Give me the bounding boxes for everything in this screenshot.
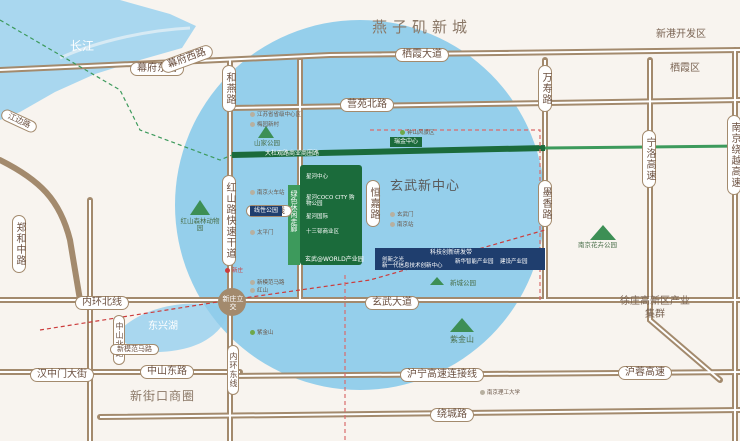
road-label-huning: 沪宁高速连接线 [400, 368, 484, 382]
huxi-label: 瑞金中心 [390, 137, 423, 147]
poi-mini-1: 江苏省省级中心区 [250, 112, 301, 119]
poi-dot [390, 212, 395, 217]
center-item-4: 十三邨商业区 [306, 229, 340, 235]
district-qixia: 栖霞区 [670, 63, 700, 74]
road-label-heyan: 和燕路 [222, 65, 236, 112]
dashed-metro-pink [370, 129, 541, 300]
road-ningluo [647, 57, 723, 383]
river-changjiang: 长江 [70, 39, 95, 53]
road-label-zhongshan-north: 中山北路 [113, 315, 125, 365]
green-vertical [288, 185, 300, 265]
road-label-zhengshou: 郑和中路 [12, 215, 26, 273]
xuanwu-lake [119, 303, 230, 352]
poi-mini-6: 玄武门 [390, 212, 414, 219]
road-left-diag [0, 157, 83, 303]
interchange-circle [218, 288, 246, 316]
poi-mini-11: 紫金山 [250, 330, 274, 337]
district-xinjiekou: 新街口商圈 [130, 389, 196, 403]
district-yanzi: 燕子矶新城 [372, 18, 473, 36]
poi-dot [480, 390, 485, 395]
innovation-label-3: 新一代信息技术创新中心 [382, 263, 443, 269]
center-box [300, 165, 362, 265]
road-label-hongshan: 红山路快速干道 [222, 175, 236, 266]
green-corridor [231, 145, 546, 158]
green-vertical-label: 绿色休闲走廊 [290, 190, 298, 232]
park-hs-label: 红山森林动物园 [180, 217, 220, 232]
linearpark-label: 线性公园 [250, 206, 283, 216]
innovation-label-4: 新华智能产业园 [455, 259, 494, 265]
center-item-3: 星河国际 [306, 214, 329, 220]
innovation-label-2: 创新之光 [382, 257, 405, 263]
center-item-1: 星河中心 [306, 174, 329, 180]
poi-mini-8: 新模范马路 [250, 280, 285, 287]
poi-station: 南京理工大学 [480, 390, 520, 397]
center-item-2: 星河COCO CITY 购物公园 [306, 195, 355, 207]
road-label-zhongshan: 中山东路 [140, 365, 194, 379]
district-xuanwu: 玄武新中心 [390, 179, 461, 194]
road-label-raoyue: 南京绕越高速 [727, 115, 740, 195]
poi-mini-9: 红山 [250, 288, 268, 295]
innovation-bar [375, 248, 545, 270]
district-xingang: 新港开发区 [656, 29, 706, 40]
poi-dot [250, 330, 255, 335]
poi-mini-4: 南京火车站 [250, 190, 285, 197]
poi-mini-3: 钟山风景区 [400, 130, 435, 137]
dashed-metro-green [0, 19, 233, 161]
poi-dot [250, 280, 255, 285]
road-label-xinmofan: 新模范马路 [110, 344, 159, 355]
poi-mini-10: 新庄 [225, 268, 243, 275]
park-nj-label: 南京花卉公园 [578, 241, 617, 249]
poi-mini-2: 梅园新村 [250, 122, 279, 129]
mountain-ying [258, 126, 274, 138]
road-label-hurong: 沪蓉高速 [618, 366, 672, 380]
park-ying-label: 山家公园 [254, 139, 280, 147]
center-title: 玄武@WORLD产业园 [305, 256, 364, 263]
yangtze-river [0, 0, 196, 120]
road-label-ningluo: 宁洛高速 [642, 130, 656, 188]
mountain-park2 [430, 277, 444, 285]
road-label-raocheng: 绕城路 [430, 408, 474, 422]
district-xuzhuang: 徐庄高新区产业集群 [620, 296, 690, 320]
poi-dot [390, 222, 395, 227]
poi-dot [250, 122, 255, 127]
lake-dongsha: 东兴湖 [148, 321, 178, 332]
zijinshan-label: 紫金山 [450, 335, 474, 344]
road-label-yingyuan: 营苑北路 [340, 98, 394, 112]
road-label-hanzhongmen: 汉中门大街 [30, 368, 94, 382]
road-label-xuanwu: 玄武大道 [365, 296, 419, 310]
mountain-nj [590, 225, 616, 240]
park-xuanwu-label: 新城公园 [450, 279, 476, 287]
road-label-neihuan-dong: 内环东线 [227, 345, 239, 395]
poi-dot [250, 112, 255, 117]
poi-dot [250, 190, 255, 195]
road-label-wanshou: 万寿路 [538, 65, 552, 112]
road-label-hengjiang: 恒嘉路 [366, 180, 380, 227]
poi-dot [250, 288, 255, 293]
green-corridor-label: 大杜观路商业商圈路 [265, 150, 320, 157]
poi-mini-7: 南京站 [390, 222, 414, 229]
innovation-label: 科技创新研发带 [430, 249, 473, 256]
mountain-hs [190, 200, 210, 215]
road-label-mozi: 墨香路 [538, 180, 552, 227]
poi-dot [250, 230, 255, 235]
interchange-label: 新庄立交 [222, 295, 244, 311]
poi-mini-5: 太平门 [250, 230, 274, 237]
road-label-qixia: 栖霞大道 [395, 48, 449, 62]
poi-dot [225, 268, 230, 273]
river-bank [59, 26, 191, 60]
innovation-label-5: 建设产业园 [500, 259, 528, 265]
mountain-zijin [450, 318, 474, 332]
road-label-neihuan: 内环北线 [75, 296, 129, 310]
poi-dot [400, 130, 405, 135]
